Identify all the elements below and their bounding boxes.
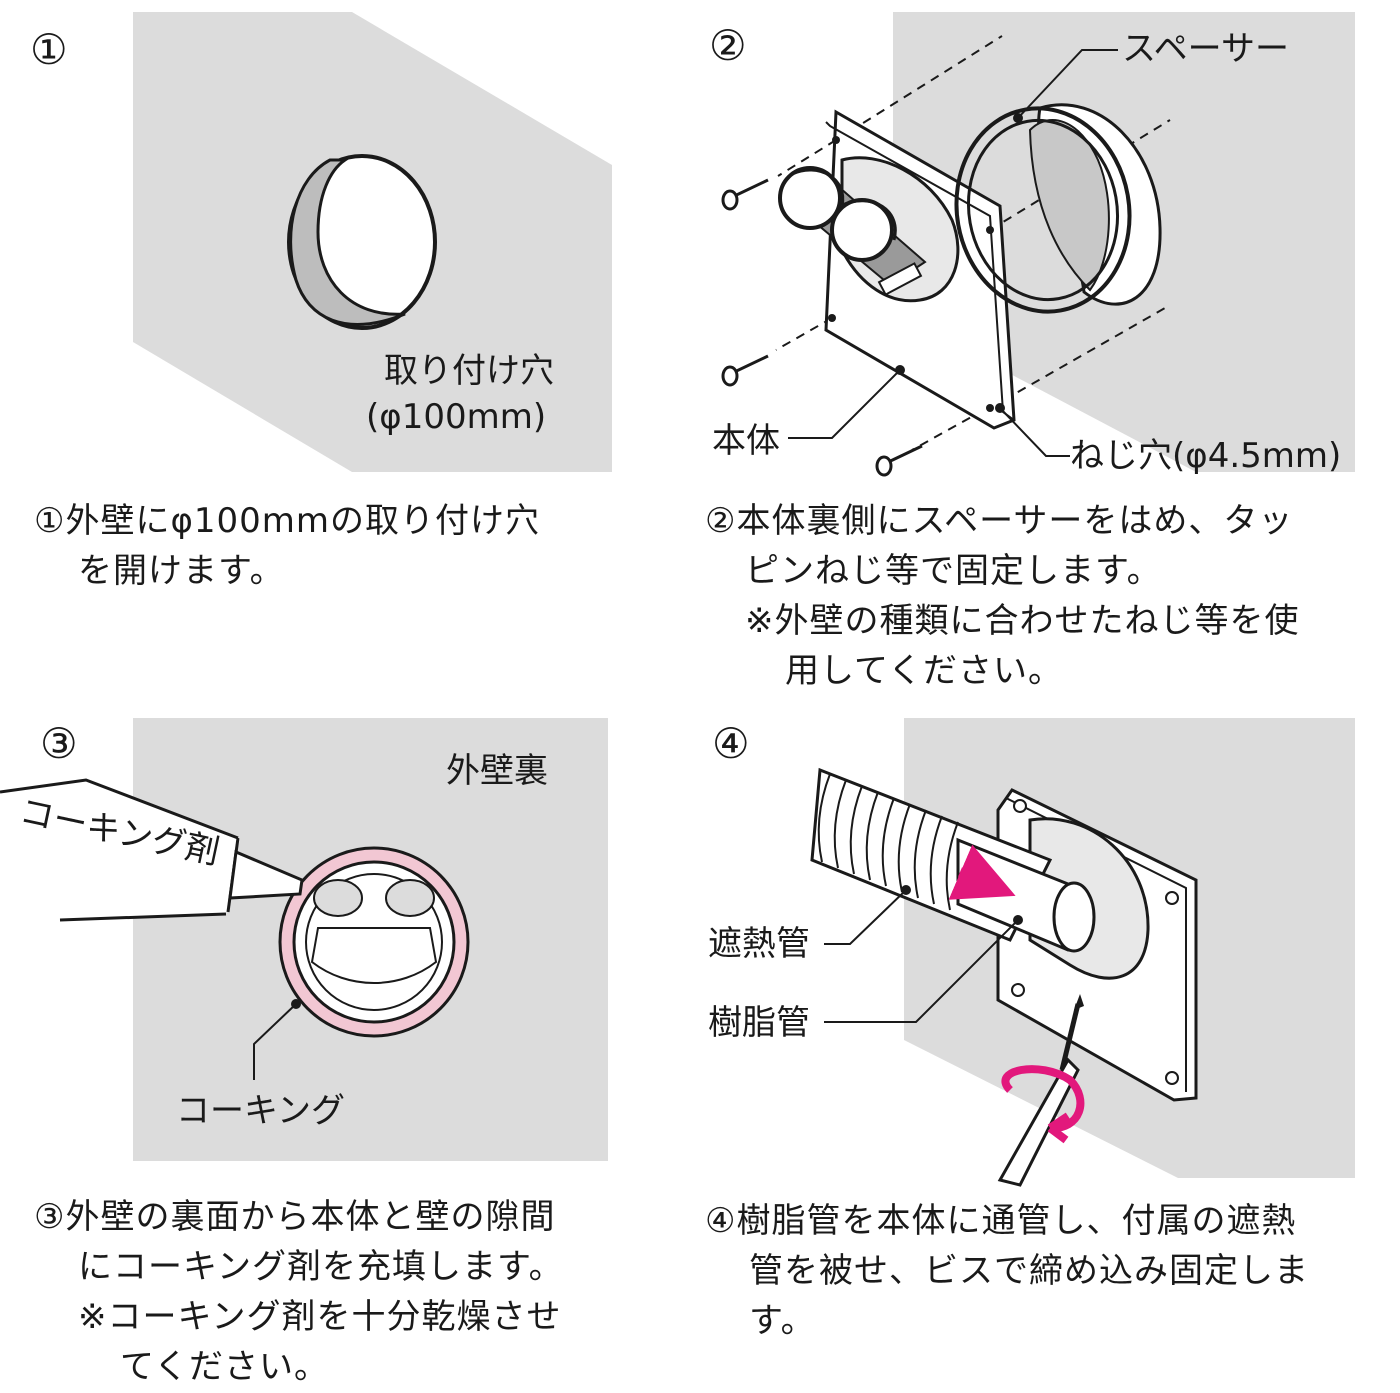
tapping-screw: [721, 178, 923, 477]
hole-size-label: (φ100mm): [366, 397, 546, 437]
spacer-ring: [954, 103, 1162, 314]
resin-pipe-label: 樹脂管: [708, 1003, 810, 1043]
caption-line: ①外壁にφ100mmの取り付け穴: [34, 501, 541, 541]
step-3-illustration: ③ 外壁裏 コーキング剤 コーキング: [0, 718, 608, 1161]
screw-hole-label: ねじ穴(φ4.5mm): [1070, 436, 1341, 476]
spacer-label: スペーサー: [1122, 29, 1289, 69]
step-1-illustration: ① 取り付け穴 (φ100mm): [30, 12, 612, 472]
caption-line: ※外壁の種類に合わせたねじ等を使: [745, 601, 1300, 641]
caption-line: 管を被せ、ビスで締め込み固定しま: [749, 1251, 1309, 1291]
hole-label: 取り付け穴: [384, 351, 554, 391]
caption-line: ③外壁の裏面から本体と壁の隙間: [34, 1197, 556, 1237]
step-2-number: ②: [709, 21, 747, 70]
step-4-number: ④: [712, 719, 750, 768]
caption-line: にコーキング剤を充填します。: [78, 1247, 564, 1287]
step-3-caption: ③外壁の裏面から本体と壁の隙間 にコーキング剤を充填します。 ※コーキング剤を十…: [34, 1192, 564, 1392]
caption-line: ②本体裏側にスペーサーをはめ、タッ: [705, 501, 1294, 541]
caulking-label: コーキング: [176, 1091, 345, 1131]
caption-line: ピンねじ等で固定します。: [745, 551, 1162, 591]
step-1-caption: ①外壁にφ100mmの取り付け穴 を開けます。: [34, 496, 540, 596]
caption-line: 用してください。: [785, 651, 1063, 691]
rotation-arrow: [1001, 1065, 1085, 1144]
caulking-ring: [278, 846, 470, 1038]
insulation-pipe-label: 遮熱管: [708, 924, 810, 964]
caption-line: ④樹脂管を本体に通管し、付属の遮熱: [705, 1201, 1297, 1241]
mounting-hole: [287, 154, 437, 330]
caption-line: ※コーキング剤を十分乾燥させ: [78, 1297, 562, 1337]
caption-line: を開けます。: [78, 551, 285, 591]
step-4-caption: ④樹脂管を本体に通管し、付属の遮熱 管を被せ、ビスで締め込み固定しま す。: [705, 1196, 1309, 1346]
body-label: 本体: [712, 421, 780, 461]
caption-line: す。: [749, 1301, 816, 1341]
caption-line: てください。: [120, 1347, 329, 1387]
insulation-pipe: [810, 767, 1096, 953]
step-4-illustration: ④: [708, 718, 1355, 1187]
leader-lines: [788, 49, 1118, 457]
step-1-number: ①: [30, 25, 68, 74]
caulking-gun: コーキング剤: [0, 778, 304, 922]
step-3-number: ③: [40, 719, 78, 768]
step-2-caption: ②本体裏側にスペーサーをはめ、タッ ピンねじ等で固定します。 ※外壁の種類に合わ…: [705, 496, 1300, 696]
screwdriver: [997, 994, 1084, 1187]
leader-lines: [824, 889, 1019, 1023]
step-2-illustration: ②: [709, 12, 1355, 477]
alignment-lines: [775, 35, 1171, 451]
wall-back-label: 外壁裏: [446, 751, 548, 791]
